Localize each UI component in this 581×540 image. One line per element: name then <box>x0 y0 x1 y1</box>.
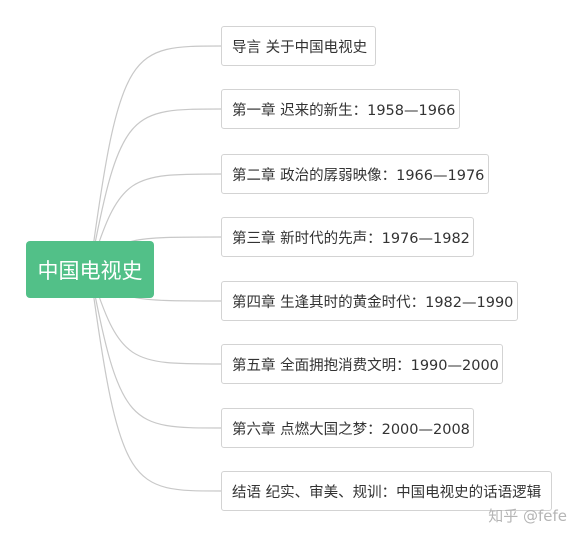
connector-line-1 <box>89 108 222 270</box>
watermark: 知乎 @fefe <box>488 507 567 525</box>
branch-chapter-2[interactable]: 第二章 政治的孱弱映像：1966—1976 <box>221 154 489 194</box>
connector-line-7 <box>89 269 222 492</box>
branch-chapter-3[interactable]: 第三章 新时代的先声：1976—1982 <box>221 217 474 257</box>
branch-chapter-5[interactable]: 第五章 全面拥抱消费文明：1990—2000 <box>221 344 503 384</box>
connector-line-5 <box>89 269 222 365</box>
branch-chapter-6[interactable]: 第六章 点燃大国之梦：2000—2008 <box>221 408 474 448</box>
branch-intro[interactable]: 导言 关于中国电视史 <box>221 26 376 66</box>
connector-line-6 <box>89 269 222 429</box>
branch-chapter-4[interactable]: 第四章 生逢其时的黄金时代：1982—1990 <box>221 281 518 321</box>
connector-line-2 <box>89 173 222 270</box>
root-node[interactable]: 中国电视史 <box>26 241 154 298</box>
branch-conclusion[interactable]: 结语 纪实、审美、规训：中国电视史的话语逻辑 <box>221 471 552 511</box>
branch-chapter-1[interactable]: 第一章 迟来的新生：1958—1966 <box>221 89 460 129</box>
connector-line-0 <box>89 45 222 270</box>
